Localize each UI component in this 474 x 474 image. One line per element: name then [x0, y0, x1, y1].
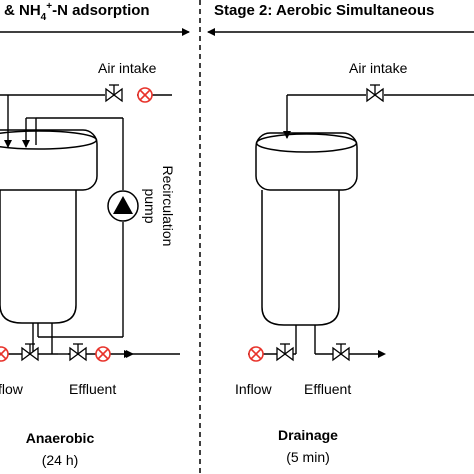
- stage1-title-sup: +: [46, 1, 52, 12]
- open-valve-icon: [276, 343, 294, 362]
- stage1-reactor-lid: [0, 129, 98, 191]
- stage2-inflow-label: Inflow: [235, 381, 272, 397]
- open-valve-icon: [105, 84, 123, 103]
- stage1-phase-label: Anaerobic: [26, 430, 95, 446]
- stage1-air-intake-label: Air intake: [98, 60, 157, 76]
- stage2-reactor-body: [261, 190, 340, 326]
- open-valve-icon: [21, 343, 39, 362]
- recirculation-line: [22, 117, 124, 338]
- stage1-header: & NH4+-N adsorption: [4, 1, 150, 23]
- pump-icon: [107, 190, 139, 222]
- svg-text:& NH4+-N adsorption: & NH4+-N adsorption: [4, 1, 150, 23]
- stage1-title-sub: 4: [41, 12, 47, 23]
- stage1-title-main: & NH: [4, 2, 41, 19]
- closed-valve-icon: [95, 346, 111, 362]
- stage2-phase-label: Drainage: [278, 427, 338, 443]
- stage1-duration-label: (24 h): [42, 452, 79, 468]
- stage1-effluent-label: Effluent: [69, 381, 116, 397]
- stage1-title-rest: -N adsorption: [52, 2, 150, 19]
- closed-valve-icon: [0, 346, 9, 362]
- stage2-air-line: [283, 94, 474, 139]
- stage1-bottom-pipes: [0, 323, 180, 355]
- stage2-reactor-lid: [255, 132, 358, 191]
- stage2-title: Stage 2: Aerobic Simultaneous: [214, 2, 434, 19]
- stage2-duration-label: (5 min): [286, 449, 330, 465]
- stage2-bottom-pipes: [248, 325, 382, 355]
- closed-valve-icon: [137, 87, 153, 103]
- stage1-reactor: [0, 129, 98, 324]
- open-valve-icon: [69, 343, 87, 362]
- stage1-inflow-label: flow: [0, 381, 24, 397]
- pump-label-1: Recirculation: [160, 166, 176, 247]
- stage1-reactor-body: [0, 190, 77, 324]
- stage2-effluent-label: Effluent: [304, 381, 351, 397]
- pump-label-2: pump: [142, 188, 158, 223]
- stage1-effluent-arrowhead: [126, 350, 134, 358]
- stage2-effluent-arrowhead: [378, 350, 386, 358]
- open-valve-icon: [366, 84, 384, 103]
- stage1-reactor-rim: [0, 130, 98, 150]
- closed-valve-icon: [248, 346, 264, 362]
- open-valve-icon: [332, 343, 350, 362]
- stage2-reactor: [255, 132, 358, 326]
- stage2-reactor-rim: [255, 133, 358, 153]
- stage2-air-intake-label: Air intake: [349, 60, 408, 76]
